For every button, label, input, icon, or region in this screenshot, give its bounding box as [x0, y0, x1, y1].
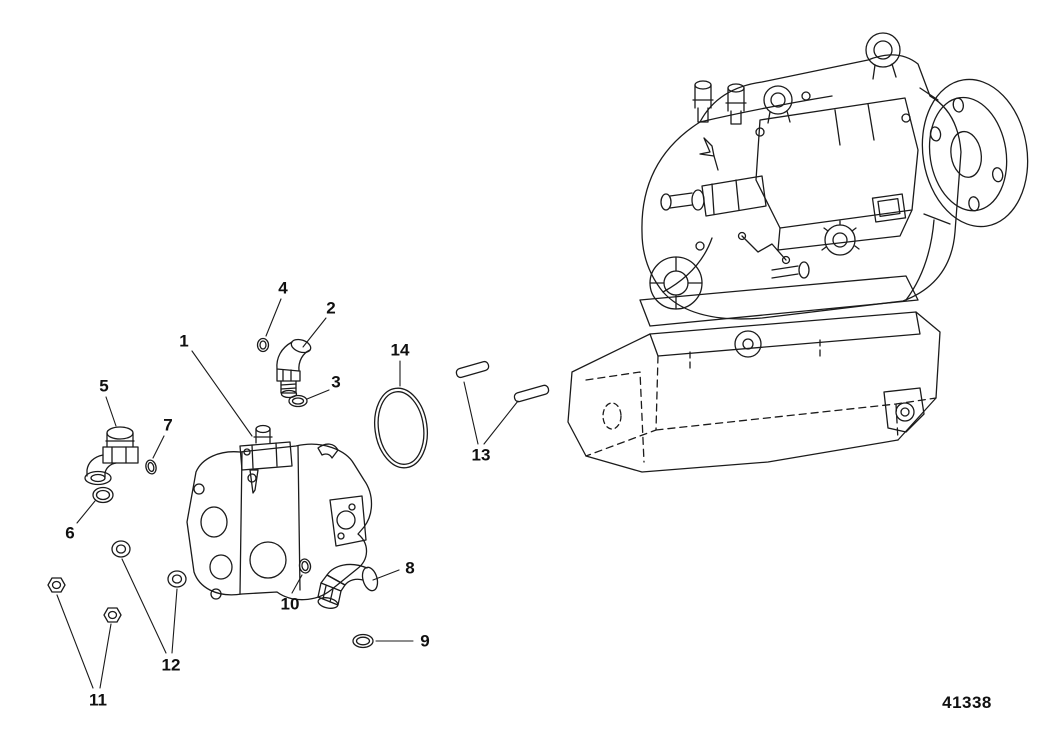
o-ring-3: [288, 394, 308, 408]
callout-6: 6: [65, 523, 75, 543]
callout-7: 7: [163, 415, 173, 435]
callout-9: 9: [420, 631, 430, 651]
callout-8: 8: [405, 558, 415, 578]
hydraulic-pump-assembly: [186, 424, 373, 601]
elbow-fitting-8: [317, 563, 379, 609]
washer-12b: [167, 570, 187, 588]
callout-13: 13: [471, 445, 491, 465]
drawing-number: 41338: [942, 693, 992, 712]
leader-lines: [56, 298, 519, 689]
o-ring-6: [92, 486, 114, 504]
callout-11: 11: [89, 690, 107, 710]
o-ring-14: [374, 387, 428, 469]
nut-11b: [103, 607, 122, 623]
callout-14: 14: [390, 340, 410, 360]
dowel-pins-13: [455, 360, 550, 403]
o-ring-10: [298, 558, 312, 574]
nut-11a: [47, 577, 66, 593]
callout-5: 5: [99, 376, 109, 396]
o-ring-7: [145, 459, 157, 475]
callout-1: 1: [179, 331, 189, 351]
o-ring-4: [256, 337, 270, 353]
callout-4: 4: [278, 278, 288, 298]
callout-12: 12: [161, 655, 181, 675]
callout-10: 10: [280, 594, 300, 614]
callout-3: 3: [331, 372, 341, 392]
elbow-fitting-2: [276, 338, 312, 399]
callout-2: 2: [326, 298, 336, 318]
washer-12a: [111, 540, 131, 558]
elbow-fitting-5: [84, 426, 139, 486]
o-ring-9: [352, 633, 374, 649]
transmission-assembly: [567, 32, 1029, 473]
